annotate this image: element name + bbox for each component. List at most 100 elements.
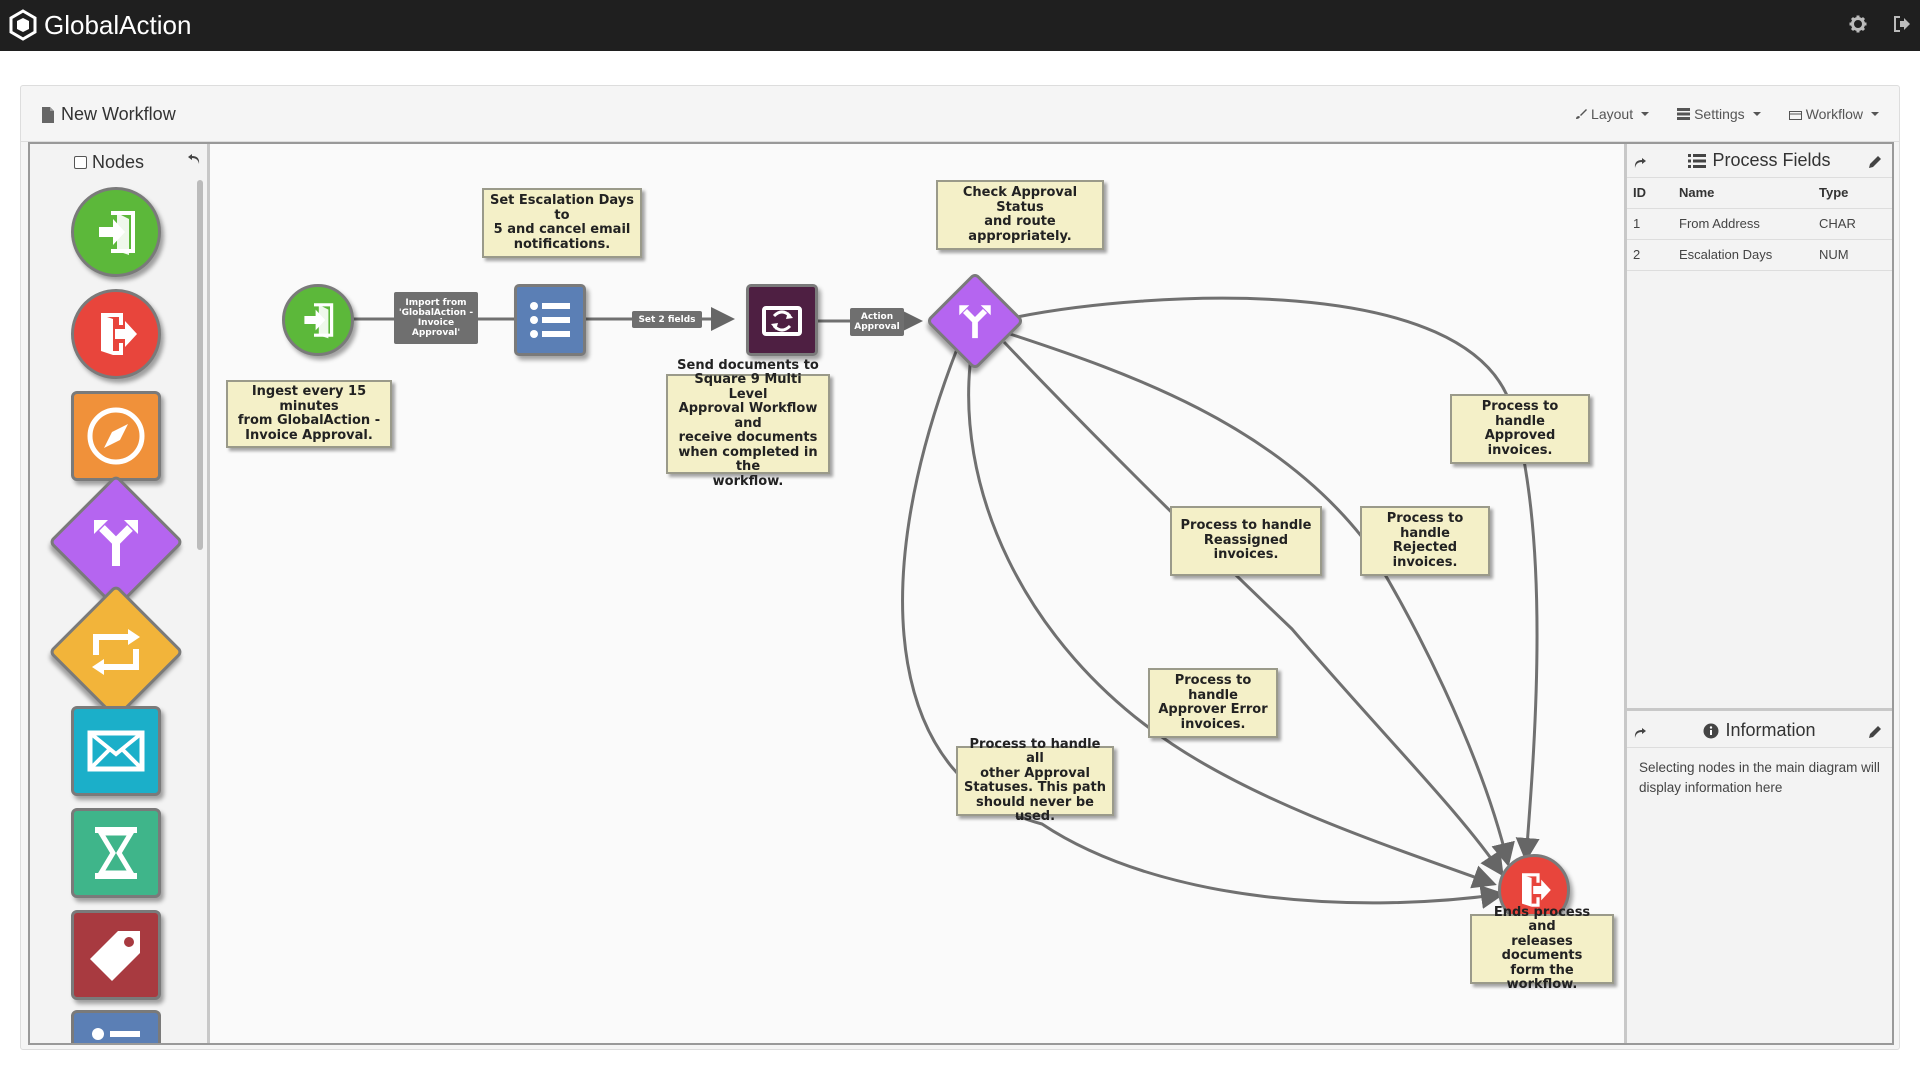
workflow-icon bbox=[1788, 110, 1802, 120]
diagram-canvas[interactable]: Import from 'GlobalAction - Invoice Appr… bbox=[212, 144, 1622, 1043]
sign-out-icon bbox=[1522, 873, 1551, 907]
workflow-title: New Workflow bbox=[61, 104, 176, 124]
column-header-name: Name bbox=[1673, 178, 1813, 209]
list-icon bbox=[530, 302, 570, 338]
edge-reassigned bbox=[1002, 340, 1504, 877]
share-icon[interactable] bbox=[1633, 153, 1647, 174]
process-fields-table: ID Name Type 1 From Address CHAR 2 bbox=[1627, 178, 1892, 271]
compass-icon bbox=[71, 391, 161, 481]
pencil-icon[interactable] bbox=[1868, 723, 1882, 744]
settings-menu-label: Settings bbox=[1694, 106, 1745, 122]
set-fields-node[interactable] bbox=[514, 284, 586, 356]
process-fields-header: Process Fields bbox=[1627, 144, 1892, 178]
palette-scrollbar[interactable] bbox=[197, 180, 203, 550]
cell-id: 1 bbox=[1627, 208, 1673, 240]
nodes-palette: Nodes bbox=[30, 144, 210, 1043]
note-approved[interactable]: Process to handle Approved invoices. bbox=[1450, 394, 1590, 464]
note-reassigned[interactable]: Process to handle Reassigned invoices. bbox=[1170, 506, 1322, 576]
palette-browse-node[interactable] bbox=[71, 391, 161, 481]
information-title: Information bbox=[1725, 720, 1816, 740]
file-icon bbox=[42, 106, 54, 123]
brand-logo[interactable]: GlobalAction bbox=[8, 8, 191, 42]
nodes-title-label: Nodes bbox=[92, 152, 145, 172]
top-navbar: GlobalAction bbox=[0, 0, 1920, 51]
branch-icon bbox=[959, 305, 991, 339]
decision-node[interactable] bbox=[925, 271, 1025, 371]
layout-menu-label: Layout bbox=[1591, 106, 1634, 122]
caret-down-icon bbox=[1752, 112, 1761, 116]
send-documents-node[interactable] bbox=[746, 284, 818, 356]
note-check-approval[interactable]: Check Approval Status and route appropri… bbox=[936, 180, 1104, 250]
information-panel: Information Selecting nodes in the main … bbox=[1627, 714, 1892, 1043]
info-circle-icon bbox=[1703, 723, 1719, 738]
palette-start-node[interactable] bbox=[71, 187, 161, 277]
edge-other bbox=[901, 348, 1505, 909]
cell-type: CHAR bbox=[1813, 208, 1892, 240]
note-other-statuses[interactable]: Process to handle all other Approval Sta… bbox=[956, 737, 1114, 824]
cell-type: NUM bbox=[1813, 239, 1892, 271]
gear-icon[interactable] bbox=[1848, 14, 1868, 34]
undo-icon[interactable] bbox=[187, 152, 201, 170]
palette-loop-node[interactable] bbox=[48, 584, 184, 720]
sign-out-icon[interactable] bbox=[1892, 14, 1912, 34]
note-approver-error[interactable]: Process to handle Approver Error invoice… bbox=[1148, 668, 1278, 738]
process-fields-panel: Process Fields ID Name Type 1 bbox=[1627, 144, 1892, 711]
branch-icon bbox=[48, 474, 184, 610]
cell-name: From Address bbox=[1673, 208, 1813, 240]
form-icon bbox=[71, 1010, 161, 1043]
table-row[interactable]: 2 Escalation Days NUM bbox=[1627, 239, 1892, 271]
collapse-checkbox-icon[interactable] bbox=[74, 156, 87, 169]
diagram-edges bbox=[352, 296, 1540, 909]
note-ends-process[interactable]: Ends process and releases documents form… bbox=[1470, 905, 1614, 992]
share-icon[interactable] bbox=[1633, 723, 1647, 744]
globalaction-logo-icon bbox=[9, 9, 37, 41]
list-icon bbox=[1688, 153, 1707, 168]
note-send-documents[interactable]: Send documents to Square 9 Multi Level A… bbox=[666, 358, 830, 489]
nodes-title[interactable]: Nodes bbox=[74, 152, 144, 173]
note-set-escalation[interactable]: Set Escalation Days to 5 and cancel emai… bbox=[482, 188, 642, 258]
palette-tag-node[interactable] bbox=[71, 910, 161, 1000]
start-node[interactable] bbox=[282, 284, 354, 356]
table-header-row: ID Name Type bbox=[1627, 178, 1892, 209]
sign-in-icon bbox=[71, 187, 161, 277]
list-settings-icon bbox=[1677, 108, 1691, 120]
envelope-icon bbox=[71, 706, 161, 796]
cell-name: Escalation Days bbox=[1673, 239, 1813, 271]
palette-decision-node[interactable] bbox=[48, 474, 184, 610]
sign-in-icon bbox=[304, 303, 334, 339]
palette-end-node[interactable] bbox=[71, 289, 161, 379]
sync-icon bbox=[762, 306, 802, 336]
page-title: New Workflow bbox=[41, 104, 176, 125]
layout-menu[interactable]: Layout bbox=[1575, 106, 1650, 122]
palette-wait-node[interactable] bbox=[71, 808, 161, 898]
right-sidebar: Process Fields ID Name Type 1 bbox=[1624, 144, 1892, 1043]
workflow-panel: New Workflow Layout Settings Workflow bbox=[20, 85, 1900, 1050]
note-rejected[interactable]: Process to handle Rejected invoices. bbox=[1360, 506, 1490, 576]
information-text: Selecting nodes in the main diagram will… bbox=[1639, 760, 1880, 795]
workflow-menu[interactable]: Workflow bbox=[1788, 106, 1879, 122]
tag-icon bbox=[71, 910, 161, 1000]
column-header-type: Type bbox=[1813, 178, 1892, 209]
workspace: Nodes bbox=[28, 142, 1894, 1045]
edge-label-action-approval[interactable]: Action Approval bbox=[850, 308, 904, 336]
brand-name: GlobalAction bbox=[44, 9, 192, 40]
note-ingest[interactable]: Ingest every 15 minutes from GlobalActio… bbox=[226, 380, 392, 448]
table-row[interactable]: 1 From Address CHAR bbox=[1627, 208, 1892, 240]
process-fields-title: Process Fields bbox=[1712, 150, 1831, 170]
caret-down-icon bbox=[1871, 112, 1879, 116]
workflow-menu-label: Workflow bbox=[1805, 106, 1863, 122]
palette-form-node[interactable] bbox=[71, 1010, 161, 1043]
brush-icon bbox=[1576, 109, 1588, 119]
settings-menu[interactable]: Settings bbox=[1677, 106, 1761, 122]
column-header-id: ID bbox=[1627, 178, 1673, 209]
pencil-icon[interactable] bbox=[1868, 153, 1882, 174]
palette-email-node[interactable] bbox=[71, 706, 161, 796]
cell-id: 2 bbox=[1627, 239, 1673, 271]
panel-header: New Workflow Layout Settings Workflow bbox=[21, 86, 1899, 142]
edge-label-import[interactable]: Import from 'GlobalAction - Invoice Appr… bbox=[394, 292, 478, 344]
retweet-icon bbox=[48, 584, 184, 720]
edge-label-set-fields[interactable]: Set 2 fields bbox=[632, 311, 702, 328]
information-header: Information bbox=[1627, 714, 1892, 748]
hourglass-icon bbox=[71, 808, 161, 898]
caret-down-icon bbox=[1641, 112, 1650, 116]
